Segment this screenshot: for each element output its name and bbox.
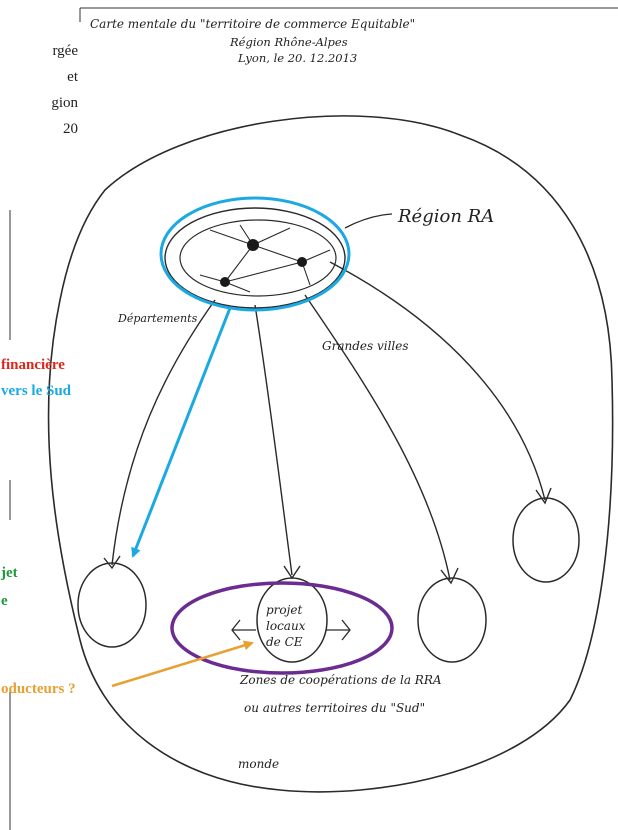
callout-green-2: e bbox=[1, 593, 8, 609]
region-inner-ellipse bbox=[179, 219, 337, 297]
zone-circle bbox=[417, 577, 487, 663]
arrowhead bbox=[103, 555, 121, 570]
page-text-fragment: 20 bbox=[63, 121, 78, 137]
zone-circle bbox=[256, 577, 328, 663]
label-projet-line-1: projet bbox=[266, 603, 302, 617]
region-network bbox=[199, 224, 331, 293]
region-highlight-ellipse bbox=[159, 196, 351, 312]
zone-circle bbox=[77, 562, 147, 648]
city-node bbox=[247, 239, 259, 251]
page-text-fragment: et bbox=[67, 69, 78, 85]
arrowhead bbox=[535, 487, 552, 505]
arrowhead bbox=[440, 567, 459, 585]
orange-arrow bbox=[111, 640, 254, 688]
arrow-to-zone-4 bbox=[329, 261, 546, 501]
arrow-to-zone-3 bbox=[304, 294, 451, 581]
project-bracket bbox=[231, 619, 351, 641]
page-text-fragment: rgée bbox=[52, 43, 78, 59]
label-zones-line-2: ou autres territoires du "Sud" bbox=[244, 701, 425, 715]
world-circle bbox=[47, 115, 614, 793]
blue-arrow bbox=[131, 307, 232, 558]
map-title-line-2: Région Rhône-Alpes bbox=[229, 35, 348, 49]
label-grandes-villes: Grandes villes bbox=[322, 339, 409, 353]
label-departements: Départements bbox=[117, 312, 198, 325]
callout-green-1: jet bbox=[1, 565, 18, 581]
city-node bbox=[220, 277, 230, 287]
arrow-to-zone-1 bbox=[111, 299, 216, 566]
map-title-line-1: Carte mentale du "territoire de commerce… bbox=[90, 17, 415, 31]
label-projet-line-3: de CE bbox=[266, 635, 303, 649]
label-monde: monde bbox=[238, 757, 279, 771]
page-text-fragment: gion bbox=[51, 95, 78, 111]
label-zones-line-1: Zones de coopérations de la RRA bbox=[239, 673, 442, 687]
region-outer-ellipse bbox=[164, 207, 346, 309]
city-node bbox=[297, 257, 307, 267]
label-region: Région RA bbox=[397, 206, 494, 227]
map-title-line-3: Lyon, le 20. 12.2013 bbox=[237, 51, 357, 65]
arrow-to-zone-2 bbox=[254, 304, 293, 576]
region-label-pointer bbox=[344, 213, 393, 229]
label-projet-line-2: locaux bbox=[266, 619, 306, 633]
project-highlight-ellipse bbox=[170, 581, 394, 675]
callout-blue: vers le Sud bbox=[1, 383, 72, 399]
zone-circle bbox=[512, 497, 580, 583]
callout-red: financière bbox=[1, 357, 65, 373]
callout-orange: oducteurs ? bbox=[1, 681, 76, 697]
